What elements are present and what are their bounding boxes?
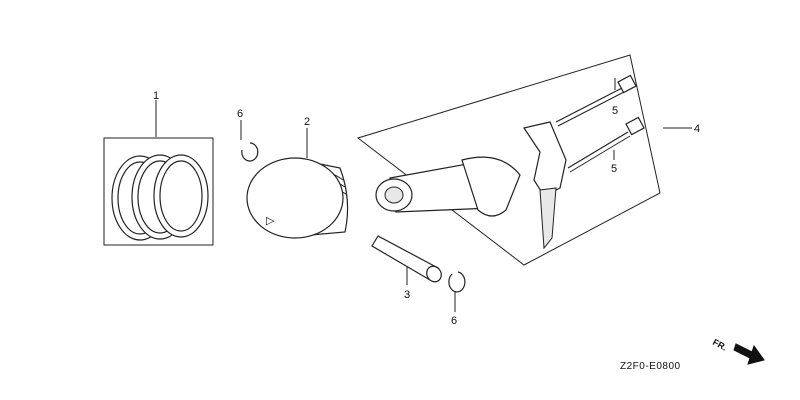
piston-pin-clip-upper-group: 6 xyxy=(237,108,259,162)
piston-pin-clip-lower-group: 6 xyxy=(448,271,466,327)
front-direction-arrow-icon xyxy=(733,343,765,365)
rod-bolt-upper-group: 5 xyxy=(555,74,637,127)
front-direction-indicator: FR. xyxy=(711,337,765,365)
callout-5-lower: 5 xyxy=(611,163,617,175)
drawing-code: Z2F0-E0800 xyxy=(620,361,681,372)
callout-5-upper: 5 xyxy=(612,105,618,117)
piston-crown xyxy=(246,157,344,239)
piston-pin-clip-lower xyxy=(448,271,466,293)
rod-bolt-upper xyxy=(555,87,623,123)
callout-6-lower: 6 xyxy=(451,315,457,327)
rod-bolt-lower xyxy=(567,131,629,169)
svg-text:▷: ▷ xyxy=(266,215,275,227)
callout-2: 2 xyxy=(304,116,310,128)
piston-ring-set-group: 1 xyxy=(103,90,214,246)
piston-pin-clip-upper xyxy=(241,142,259,162)
rod-bolt-lower-group: 5 xyxy=(567,116,645,175)
connecting-rod-cap xyxy=(523,121,567,197)
connecting-rod-big-end xyxy=(461,156,521,217)
front-direction-label: FR. xyxy=(711,337,728,353)
oil-dipper xyxy=(539,187,557,250)
callout-3: 3 xyxy=(404,289,410,301)
connecting-rod-group: 4 xyxy=(356,54,700,266)
callout-6-upper: 6 xyxy=(237,108,243,120)
callout-4: 4 xyxy=(694,123,700,135)
piston-group: ▷ 2 xyxy=(246,116,349,239)
ring-set-box xyxy=(103,137,214,246)
piston-pin-group: 3 xyxy=(371,235,442,301)
connecting-rod-box xyxy=(356,54,661,266)
callout-1: 1 xyxy=(153,90,159,102)
